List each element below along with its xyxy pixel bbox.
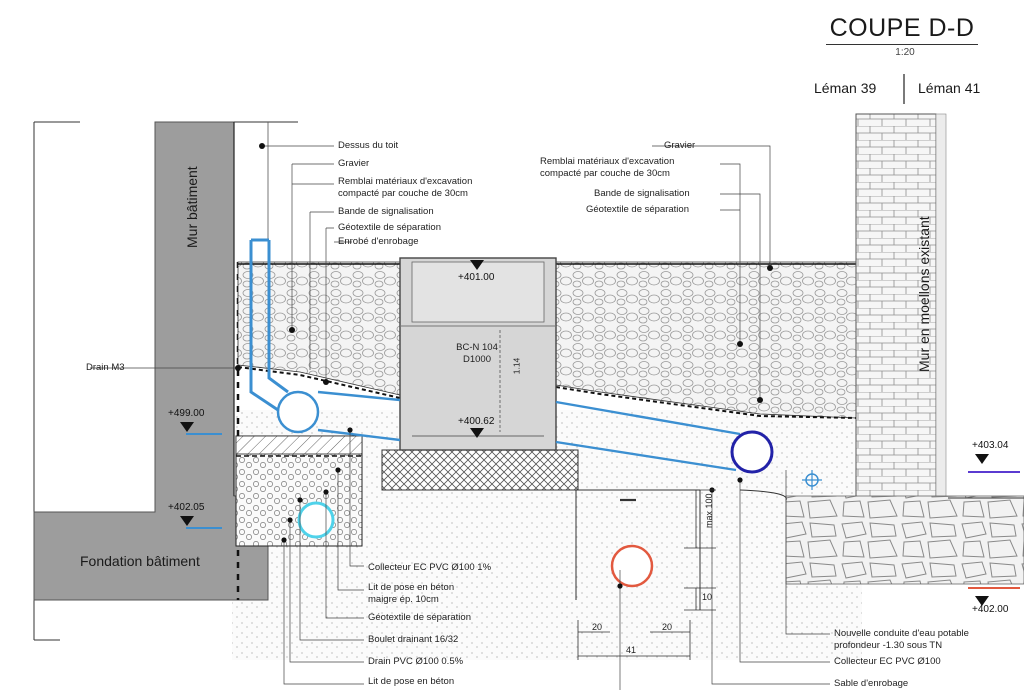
dim-width: 41	[626, 645, 637, 655]
labels-bottom-right-item: Sable d'enrobage	[834, 678, 909, 689]
labels-bottom-right-item: Nouvelle conduite d'eau potable profonde…	[834, 628, 969, 651]
elevation-right-upper: +403.04	[972, 440, 1009, 451]
elevation-right-lower: +402.00	[972, 604, 1009, 615]
dim-small: 10	[702, 592, 713, 602]
labels-bottom-left-item: Lit de pose en béton maigre ép. 10cm	[368, 582, 455, 605]
building-wall	[33, 121, 269, 601]
pipe-circle-red	[610, 544, 654, 588]
title-underline	[826, 44, 978, 45]
labels-top-left-item: Remblai matériaux d'excavation compacté …	[338, 176, 473, 199]
stone-foundation	[785, 495, 1024, 585]
parcel-left: Léman 39	[814, 80, 877, 96]
foundation-label: Fondation bâtiment	[80, 553, 200, 569]
pipe-circle-navy	[730, 430, 774, 474]
labels-top-right-item: Bande de signalisation	[594, 188, 690, 199]
dim-pipe-depth: max 100	[704, 493, 714, 528]
labels-bottom-left-item: Lit de pose en béton	[368, 676, 455, 687]
pipe-blue-vertical	[249, 240, 279, 412]
existing-wall-label: Mur en moellons existant	[916, 216, 932, 372]
labels-top-right-item: Remblai matériaux d'excavation compacté …	[540, 156, 675, 179]
dim-offset-b: 20	[662, 622, 673, 632]
chamber-label: BC-N 104 D1000	[456, 342, 498, 365]
drawing-title: COUPE D-D	[829, 14, 975, 42]
labels-top-left-item: Géotextile de séparation	[338, 222, 441, 233]
parcel-right: Léman 41	[918, 80, 981, 96]
labels-bottom-left-item: Géotextile de séparation	[368, 612, 471, 623]
labels-top-left-item: Gravier	[338, 158, 370, 169]
pipe-circle-blue	[276, 390, 320, 434]
labels-bottom-right-item: Collecteur EC PVC Ø100	[834, 656, 941, 667]
chamber-height: 1.14	[511, 357, 522, 375]
labels-top-left-item: Bande de signalisation	[338, 206, 434, 217]
labels-top-right-item: Gravier	[664, 140, 696, 151]
labels-top-left-item: Dessus du toit	[338, 140, 399, 151]
labels-bottom-left-item: Drain PVC Ø100 0.5%	[368, 656, 464, 667]
elevation-chamber-bottom: +400.62	[458, 416, 495, 427]
left-marker-label: Drain M3	[86, 362, 125, 373]
pipe-blue-main	[317, 390, 741, 436]
elevation-left-upper: +499.00	[168, 408, 205, 419]
labels-top-right-item: Géotextile de séparation	[586, 204, 689, 215]
labels-top-left-item: Enrobé d'enrobage	[338, 236, 419, 247]
chamber-base	[381, 449, 579, 491]
building-wall-label: Mur bâtiment	[184, 166, 200, 248]
dim-offset-a: 20	[592, 622, 603, 632]
pipe-circle-cyan	[297, 501, 335, 539]
drawing-scale: 1:20	[895, 47, 915, 58]
labels-bottom-left-item: Collecteur EC PVC Ø100 1%	[368, 562, 492, 573]
elevation-left-lower: +402.05	[168, 502, 205, 513]
elevation-chamber-top: +401.00	[458, 272, 495, 283]
labels-bottom-left-item: Boulet drainant 16/32	[368, 634, 459, 645]
gravel-layer	[237, 261, 401, 396]
